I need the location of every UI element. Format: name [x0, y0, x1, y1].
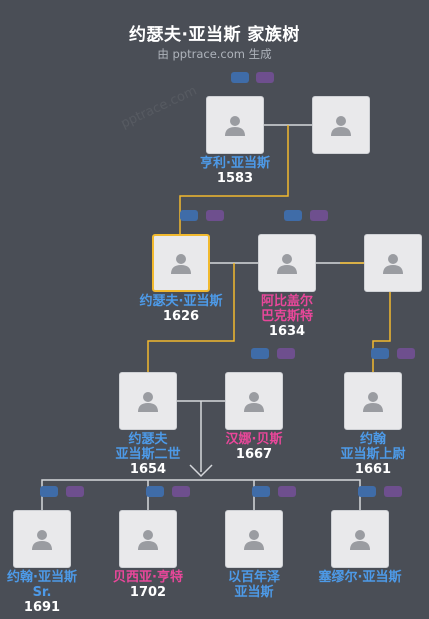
person-card-henry[interactable]: [206, 96, 264, 154]
mother-toggle-badge[interactable]: [206, 210, 224, 221]
birth-year: 1634: [268, 324, 306, 339]
mother-toggle-badge[interactable]: [384, 486, 402, 497]
descent-line: [147, 263, 235, 372]
person-name: 亨利·亚当斯: [200, 156, 270, 171]
father-toggle-badge[interactable]: [252, 486, 270, 497]
person-name: 贝西亚·亨特: [113, 570, 183, 585]
birth-year: 1691: [23, 600, 61, 615]
person-name: 亚当斯二世: [115, 447, 181, 462]
mother-toggle-badge[interactable]: [172, 486, 190, 497]
birth-year: 1583: [216, 171, 254, 186]
page-subtitle: 由 pptrace.com 生成: [157, 47, 272, 61]
sibling-line: [41, 479, 361, 510]
birth-year: 1626: [162, 309, 200, 324]
father-toggle-badge[interactable]: [371, 348, 389, 359]
person-name: Sr.: [32, 585, 52, 600]
person-placeholder-icon: [225, 116, 245, 136]
person-name: 约翰·亚当斯: [7, 570, 77, 585]
mother-toggle-badge[interactable]: [397, 348, 415, 359]
person-card-joseph[interactable]: [152, 234, 210, 292]
person-label: 塞缪尔·亚当斯: [319, 570, 402, 585]
person-card-samuel[interactable]: [331, 510, 389, 568]
person-card-john-capt[interactable]: [344, 372, 402, 430]
person-card-abigail[interactable]: [258, 234, 316, 292]
father-toggle-badge[interactable]: [231, 72, 249, 83]
person-placeholder-icon: [171, 254, 191, 274]
person-name: 约翰: [359, 432, 387, 447]
father-toggle-badge[interactable]: [251, 348, 269, 359]
mother-toggle-badge[interactable]: [256, 72, 274, 83]
person-card-joseph2[interactable]: [119, 372, 177, 430]
birth-year: 1654: [129, 462, 167, 477]
person-name: 阿比盖尔: [260, 294, 314, 309]
mother-toggle-badge[interactable]: [66, 486, 84, 497]
person-card-bethia[interactable]: [119, 510, 177, 568]
person-placeholder-icon: [331, 116, 351, 136]
person-card-henry-spouse[interactable]: [312, 96, 370, 154]
person-name: 亚当斯上尉: [340, 447, 406, 462]
person-card-abigail-spouse[interactable]: [364, 234, 422, 292]
mother-toggle-badge[interactable]: [277, 348, 295, 359]
person-name: 塞缪尔·亚当斯: [318, 570, 402, 585]
mother-toggle-badge[interactable]: [310, 210, 328, 221]
person-name: 约瑟夫: [128, 432, 168, 447]
father-toggle-badge[interactable]: [180, 210, 198, 221]
person-name: 汉娜·贝斯: [225, 432, 283, 447]
person-placeholder-icon: [277, 254, 297, 274]
person-name: 巴克斯特: [260, 309, 314, 324]
person-name: 以百年泽: [227, 570, 281, 585]
person-placeholder-icon: [350, 530, 370, 550]
person-name: 亚当斯: [234, 585, 274, 600]
birth-year: 1667: [235, 447, 273, 462]
person-placeholder-icon: [383, 254, 403, 274]
person-placeholder-icon: [138, 392, 158, 412]
person-placeholder-icon: [244, 392, 264, 412]
person-placeholder-icon: [138, 530, 158, 550]
person-card-john-sr[interactable]: [13, 510, 71, 568]
father-toggle-badge[interactable]: [284, 210, 302, 221]
birth-year: 1661: [354, 462, 392, 477]
person-card-ebenezer[interactable]: [225, 510, 283, 568]
person-placeholder-icon: [363, 392, 383, 412]
person-placeholder-icon: [244, 530, 264, 550]
branch-mark: [189, 464, 213, 478]
father-toggle-badge[interactable]: [40, 486, 58, 497]
father-toggle-badge[interactable]: [146, 486, 164, 497]
father-toggle-badge[interactable]: [358, 486, 376, 497]
mother-toggle-badge[interactable]: [278, 486, 296, 497]
person-name: 约瑟夫·亚当斯: [139, 294, 223, 309]
page-title: 约瑟夫·亚当斯 家族树: [129, 25, 300, 45]
person-label: 以百年泽亚当斯: [228, 570, 280, 600]
person-placeholder-icon: [32, 530, 52, 550]
birth-year: 1702: [129, 585, 167, 600]
person-card-hannah[interactable]: [225, 372, 283, 430]
